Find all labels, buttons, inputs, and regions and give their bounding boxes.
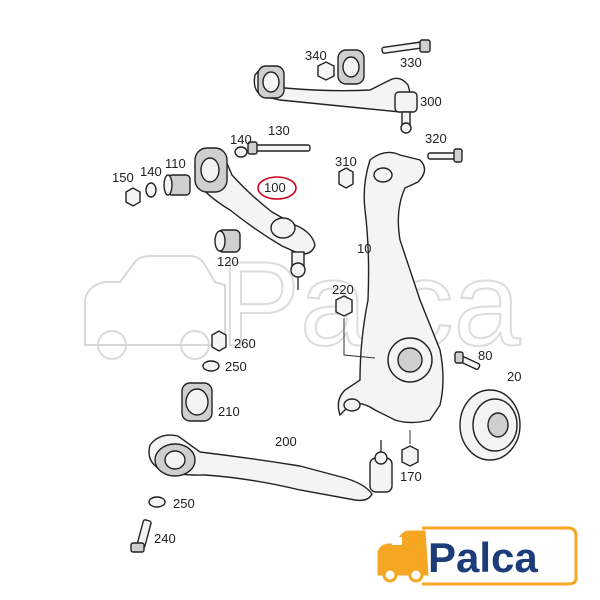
car-logo-icon bbox=[377, 530, 429, 583]
part-label-250-top: 250 bbox=[225, 359, 247, 374]
bolt-330 bbox=[381, 39, 431, 54]
part-label-200: 200 bbox=[275, 434, 297, 449]
part-labels: 340 330 300 140 130 320 150 140 110 310 … bbox=[112, 48, 521, 546]
washer-140-left bbox=[145, 182, 157, 198]
highlight-ring-100: 100 bbox=[257, 176, 297, 200]
part-label-140-top: 140 bbox=[230, 132, 252, 147]
washer-250-top bbox=[202, 360, 220, 372]
bushing-120 bbox=[214, 229, 241, 253]
nut-310 bbox=[338, 167, 354, 189]
nut-170 bbox=[401, 430, 419, 467]
upper-control-arm bbox=[253, 49, 418, 134]
part-label-330: 330 bbox=[400, 55, 422, 70]
part-label-340: 340 bbox=[305, 48, 327, 63]
part-label-150: 150 bbox=[112, 170, 134, 185]
part-label-300: 300 bbox=[420, 94, 442, 109]
nut-150 bbox=[125, 187, 141, 207]
lower-control-arm-100 bbox=[194, 147, 316, 290]
part-label-140-left: 140 bbox=[140, 164, 162, 179]
steering-knuckle bbox=[337, 151, 444, 424]
bolt-320 bbox=[427, 148, 463, 163]
part-label-120: 120 bbox=[217, 254, 239, 269]
lower-control-arm-200 bbox=[148, 434, 393, 502]
nut-260 bbox=[211, 330, 227, 352]
nut-220 bbox=[335, 295, 376, 359]
part-label-170: 170 bbox=[400, 469, 422, 484]
part-label-10: 10 bbox=[357, 241, 371, 256]
part-label-210: 210 bbox=[218, 404, 240, 419]
bushing-210 bbox=[181, 382, 213, 422]
part-label-310: 310 bbox=[335, 154, 357, 169]
part-label-250-bottom: 250 bbox=[173, 496, 195, 511]
wheel-hub-20 bbox=[459, 389, 521, 461]
part-label-80: 80 bbox=[478, 348, 492, 363]
bolt-130 bbox=[247, 141, 311, 155]
bolt-240 bbox=[130, 519, 152, 553]
part-label-110: 110 bbox=[165, 156, 186, 171]
part-label-100: 100 bbox=[264, 180, 286, 195]
bolt-80 bbox=[454, 351, 481, 370]
part-label-240: 240 bbox=[154, 531, 176, 546]
nut-340 bbox=[317, 61, 335, 81]
palca-logo: Palca bbox=[377, 526, 578, 586]
part-label-260: 260 bbox=[234, 336, 256, 351]
part-label-20: 20 bbox=[507, 369, 521, 384]
bushing-110 bbox=[163, 174, 191, 196]
brand-name: Palca bbox=[428, 534, 538, 581]
part-label-220: 220 bbox=[332, 282, 354, 297]
part-label-320: 320 bbox=[425, 131, 447, 146]
part-label-130: 130 bbox=[268, 123, 290, 138]
watermark-car-icon bbox=[84, 255, 226, 360]
washer-250-bottom bbox=[148, 496, 166, 508]
washer-140-top bbox=[234, 146, 248, 158]
